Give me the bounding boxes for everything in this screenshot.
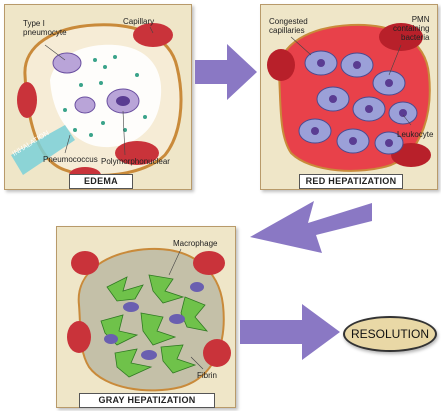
edema-caption: EDEMA [69,174,133,189]
polymorphonuclear-label: Polymorphonuclear [101,157,170,166]
pneumococcus-label: Pneumococcus [43,155,98,164]
edema-panel: Type I pneumocyte Capillary INHALATION P… [4,4,192,190]
red-hepatization-caption: RED HEPATIZATION [299,174,403,189]
arrow-right-2-icon [238,300,342,366]
pmn-containing-bacteria-label: PMN containing bacteria [393,15,429,42]
arrow-right-1-icon [193,40,259,104]
red-hepatization-panel: Congested capillaries PMN containing bac… [260,4,438,190]
type1-pneumocyte-label: Type I pneumocyte [23,19,67,37]
gray-hepatization-caption: GRAY HEPATIZATION [79,393,215,408]
leukocyte-label: Leukocyte [397,130,433,139]
gray-hepatization-panel: Macrophage Fibrin GRAY HEPATIZATION [56,226,236,408]
macrophage-label: Macrophage [173,239,217,248]
capillary-label: Capillary [123,17,154,26]
fibrin-label: Fibrin [197,371,217,380]
gray-hepatization-illustration [57,227,237,409]
congested-capillaries-label: Congested capillaries [269,17,308,35]
resolution-oval: RESOLUTION [343,316,437,352]
arrow-down-left-icon [244,193,374,259]
